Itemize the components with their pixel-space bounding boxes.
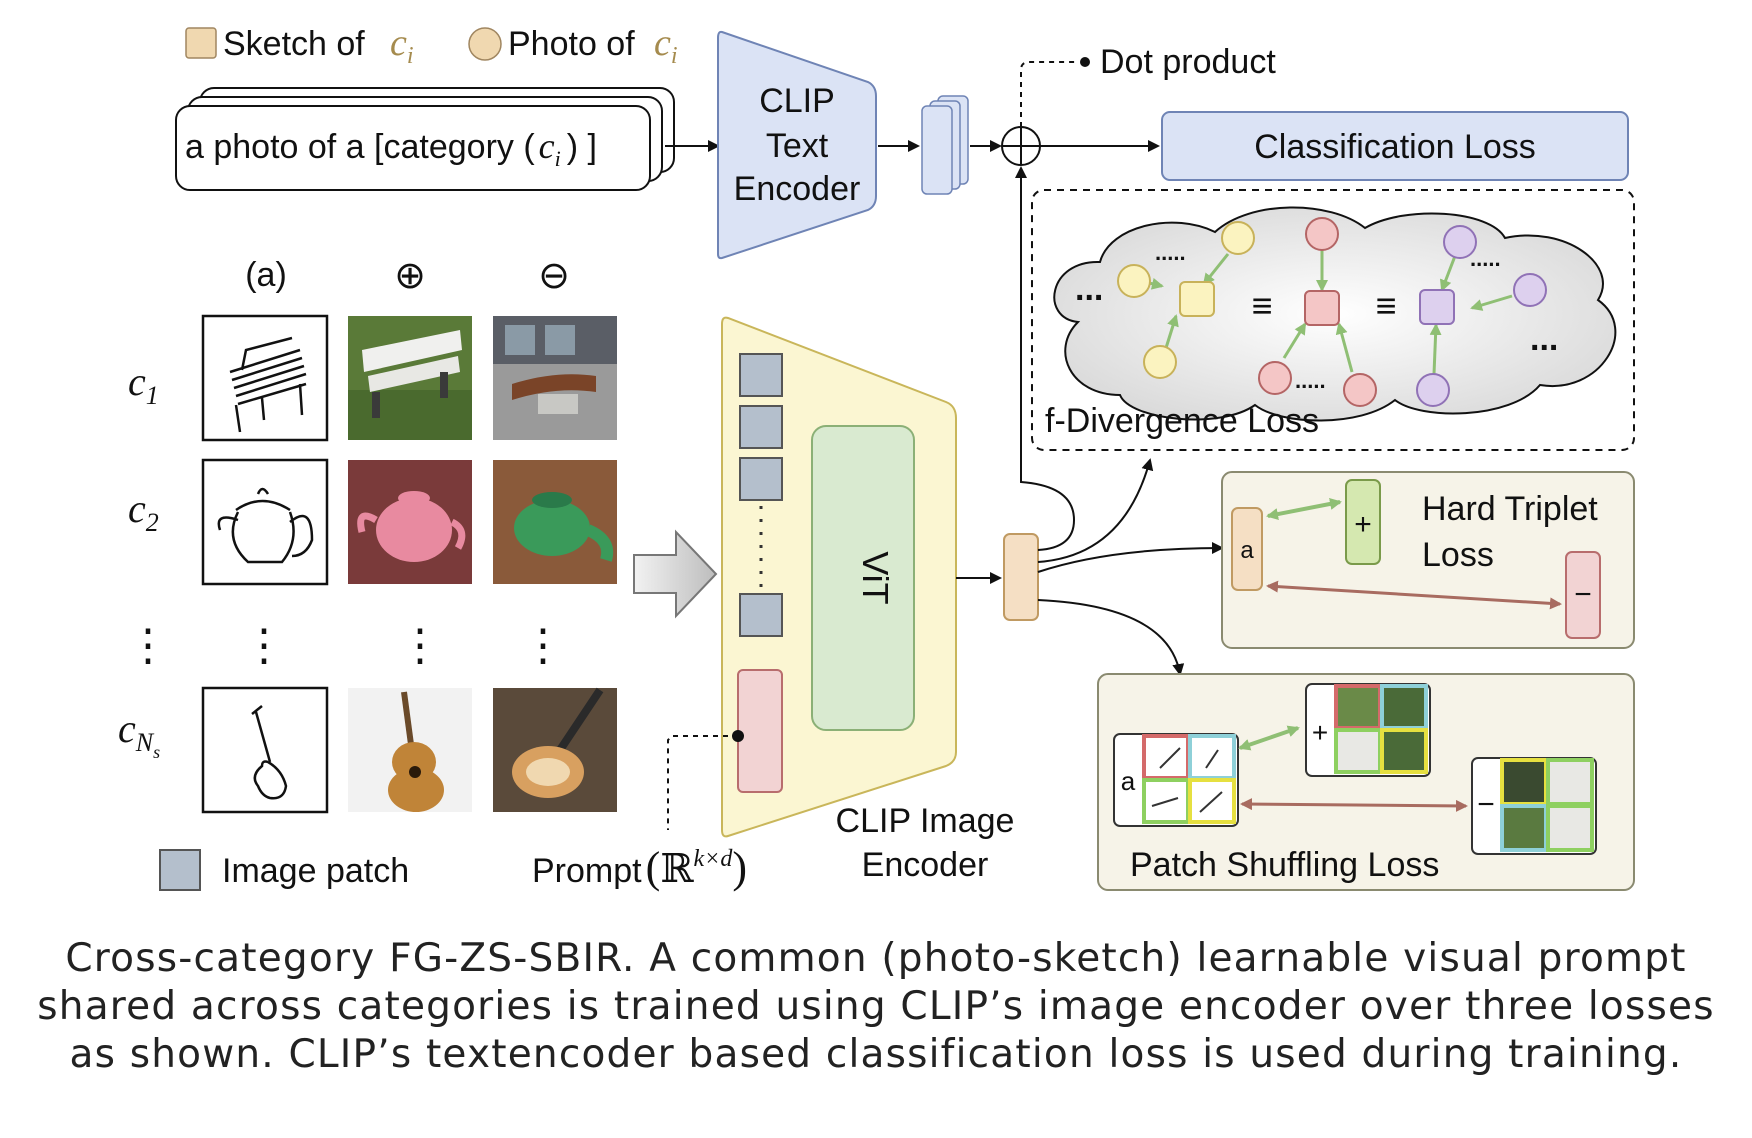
input-flow-arrow-icon <box>633 529 718 619</box>
photo-guitar-negative <box>493 687 617 812</box>
row-ellipsis: ⋮ ⋮ ⋮ ⋮ <box>126 621 565 670</box>
text-prompt-stack: a photo of a [category (ci) ] <box>175 87 675 191</box>
photo-teapot-positive <box>348 460 472 584</box>
svg-text:⋮: ⋮ <box>521 621 565 670</box>
dot-product-bullet <box>1080 57 1090 67</box>
vit-block <box>811 425 915 731</box>
image-encoder-line-2: Encoder <box>862 846 989 884</box>
prompt-legend: Prompt(ℝk×d) <box>532 843 747 892</box>
clip-image-encoder: ViT <box>721 316 957 838</box>
row-label-c1: c1 <box>128 359 159 410</box>
arrow-feature-to-triplet <box>1037 542 1224 573</box>
column-header-positive: ⊕ <box>394 255 426 297</box>
row-label-c2: c2 <box>128 486 159 537</box>
classification-loss-label: Classification Loss <box>1254 128 1536 166</box>
sketch-bench <box>201 314 329 442</box>
triplet-negative-label: − <box>1574 578 1592 611</box>
cloud-ellipsis-purple: ..... <box>1470 246 1501 271</box>
sketch-guitar <box>201 686 329 814</box>
triplet-anchor-vector <box>1231 507 1263 591</box>
prompt-token <box>737 669 783 793</box>
f-divergence-label: f-Divergence Loss <box>1045 402 1319 440</box>
patch-token-3 <box>739 457 783 501</box>
figure-caption: Cross-category FG-ZS-SBIR. A common (pho… <box>37 936 1715 1077</box>
vit-label: ViT <box>855 551 896 604</box>
dot-product-operator-icon <box>1001 126 1041 166</box>
hard-triplet-label-line-2: Loss <box>1422 536 1494 574</box>
text-embedding-stack <box>921 95 969 195</box>
legend-sketch: Sketch of ci <box>185 22 414 69</box>
sketch-teapot <box>201 458 329 586</box>
triplet-pull-arrow <box>1266 498 1342 520</box>
text-prompt-box <box>175 105 651 191</box>
legend-photo: Photo of ci <box>468 22 678 69</box>
graph-purple <box>1416 225 1547 407</box>
cloud-ellipsis-right: ... <box>1530 320 1558 358</box>
photo-bench-negative <box>493 316 617 440</box>
graph-yellow <box>1117 221 1255 379</box>
legend-sketch-ci: ci <box>390 22 414 69</box>
image-patch-legend-icon <box>159 849 201 891</box>
svg-text:⋮: ⋮ <box>398 621 442 670</box>
legend-photo-text: Photo of <box>508 25 635 63</box>
patch-token-1 <box>739 353 783 397</box>
column-header-negative: ⊖ <box>538 255 570 297</box>
text-encoder-line-2: Text <box>766 127 829 165</box>
equiv-symbol-2: ≡ <box>1375 285 1396 326</box>
triplet-positive-label: + <box>1354 508 1372 541</box>
image-patch-legend: Image patch <box>222 852 409 890</box>
cloud-ellipsis-yellow: ..... <box>1155 240 1186 265</box>
arrow-feature-to-patch-shuffling <box>1037 599 1185 676</box>
shuffle-positive-label: + <box>1312 717 1328 748</box>
shuffle-pull-arrow <box>1238 725 1300 751</box>
legend-photo-ci: ci <box>654 22 678 69</box>
photo-bench-positive <box>348 316 472 440</box>
shuffle-negative-label: − <box>1477 788 1495 821</box>
image-feature-vector <box>1003 533 1039 621</box>
patch-shuffling-label: Patch Shuffling Loss <box>1130 846 1439 884</box>
patch-token-n <box>739 593 783 637</box>
text-encoder-line-3: Encoder <box>734 170 861 208</box>
classification-loss-box <box>1161 111 1629 181</box>
shuffle-push-arrow <box>1240 798 1468 812</box>
cloud-ellipsis-red: ..... <box>1295 368 1326 393</box>
triplet-push-arrow <box>1266 580 1562 610</box>
prompt-dashed-line <box>667 735 738 830</box>
patch-token-2 <box>739 405 783 449</box>
triplet-negative-vector <box>1565 551 1601 639</box>
arrow-feature-to-dot-product <box>1015 166 1076 551</box>
prompt-bullet <box>732 730 744 742</box>
image-encoder-line-1: CLIP Image <box>836 802 1015 840</box>
photo-guitar-positive <box>348 688 472 812</box>
dot-product-label: Dot product <box>1100 43 1276 81</box>
cloud-ellipsis-left: ... <box>1075 270 1103 308</box>
text-prompt: a photo of a [category (ci) ] <box>185 126 597 171</box>
clip-text-encoder: CLIP Text Encoder <box>717 30 877 260</box>
sketch-swatch-icon <box>185 27 217 59</box>
column-header-anchor: (a) <box>245 256 287 294</box>
shuffle-anchor-grid <box>1113 733 1239 827</box>
dot-product-dashed-line <box>1020 61 1078 127</box>
hard-triplet-label-line-1: Hard Triplet <box>1422 490 1598 528</box>
photo-swatch-icon <box>468 27 502 61</box>
architecture-diagram: Sketch of ci Photo of ci a photo of a [c… <box>118 22 1635 892</box>
equiv-symbol-1: ≡ <box>1251 285 1272 326</box>
photo-teapot-negative <box>493 460 617 584</box>
row-label-cNs: cNs <box>118 706 160 762</box>
shuffle-anchor-label: a <box>1121 766 1136 796</box>
svg-text:⋮: ⋮ <box>126 621 170 670</box>
shuffle-negative-grid <box>1471 757 1597 855</box>
graph-red <box>1258 217 1377 407</box>
arrow-feature-to-f-divergence <box>1037 458 1154 563</box>
shuffle-positive-grid <box>1305 683 1431 777</box>
triplet-anchor-label: a <box>1240 537 1254 564</box>
triplet-positive-vector <box>1345 479 1381 565</box>
svg-text:⋮: ⋮ <box>242 621 286 670</box>
legend-sketch-text: Sketch of <box>223 25 365 63</box>
text-encoder-line-1: CLIP <box>759 82 835 120</box>
